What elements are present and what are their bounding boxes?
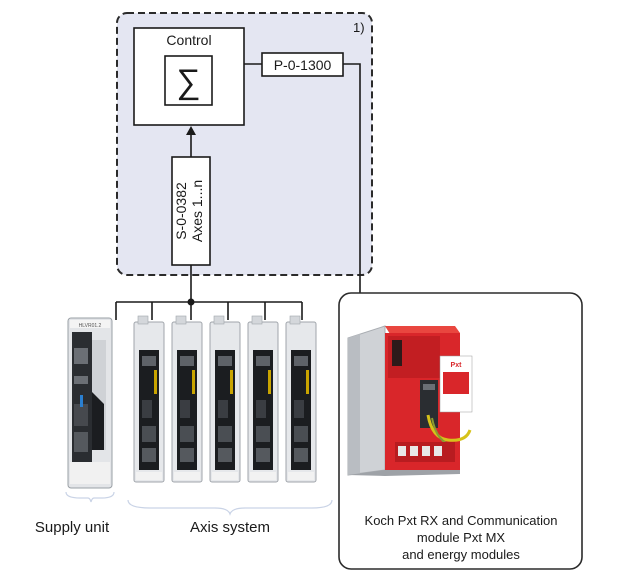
axis-module-connector [142,448,156,462]
koch-brand-text: Pxt [451,362,463,369]
axis-module-latch [251,315,263,325]
axis-module-connector [180,400,190,418]
bus-drops [115,302,303,320]
koch-label-line-1: Koch Pxt RX and Communication [365,513,558,528]
axis-module-display [142,356,156,366]
control-title: Control [166,32,211,48]
axis-module-accent [230,370,233,394]
axis-module-foot [174,472,200,480]
koch-label-line-2: module Pxt MX [417,530,505,545]
group-marker: 1) [353,20,365,35]
axis-module-accent [268,370,271,394]
axis-module-connector [142,426,156,442]
axis-module [133,315,165,483]
axis-module-accent [154,370,157,394]
supply-unit-device: HLVR01.2 [67,317,113,489]
axis-module-foot [212,472,238,480]
axis-system-brace [127,499,333,516]
parameter-in-label-2: Axes 1...n [189,180,205,242]
supply-unit-brace [65,491,115,503]
arrow-up-icon [186,126,196,135]
axis-module-connector [180,448,194,462]
axis-module-latch [137,315,149,325]
axis-system-label: Axis system [190,519,270,536]
axis-module-connector [180,426,194,442]
axis-module-connector [256,426,270,442]
axis-module-display [294,356,308,366]
axis-module-latch [175,315,187,325]
axis-module [247,315,279,483]
axis-module-display [180,356,194,366]
axis-module-accent [306,370,309,394]
supply-header-text: HLVR01.2 [79,323,102,329]
supply-unit-label: Supply unit [35,519,110,536]
axis-module [171,315,203,483]
axis-module-connector [256,400,266,418]
axis-module-connector [294,448,308,462]
axis-module-connector [142,400,152,418]
axis-module-latch [289,315,301,325]
axis-module-latch [213,315,225,325]
koch-label-line-3: and energy modules [402,547,520,562]
link-parameter-to-koch [343,63,361,312]
axis-module-connector [218,448,232,462]
axis-module [285,315,317,483]
sum-icon: ∑ [176,63,200,101]
axis-module-accent [192,370,195,394]
sum-box [164,55,213,106]
axis-module-connector [294,400,304,418]
axis-module [209,315,241,483]
parameter-in-label-1: S-0-0382 [173,182,189,240]
axis-modules [133,315,317,483]
axis-module-foot [136,472,162,480]
axis-module-connector [294,426,308,442]
axis-module-connector [256,448,270,462]
koch-device: Pxt [347,325,473,476]
axis-module-display [218,356,232,366]
axis-module-connector [218,426,232,442]
axis-module-display [256,356,270,366]
parameter-out-label: P-0-1300 [274,57,332,73]
axis-module-foot [288,472,314,480]
axis-module-connector [218,400,228,418]
axis-module-foot [250,472,276,480]
